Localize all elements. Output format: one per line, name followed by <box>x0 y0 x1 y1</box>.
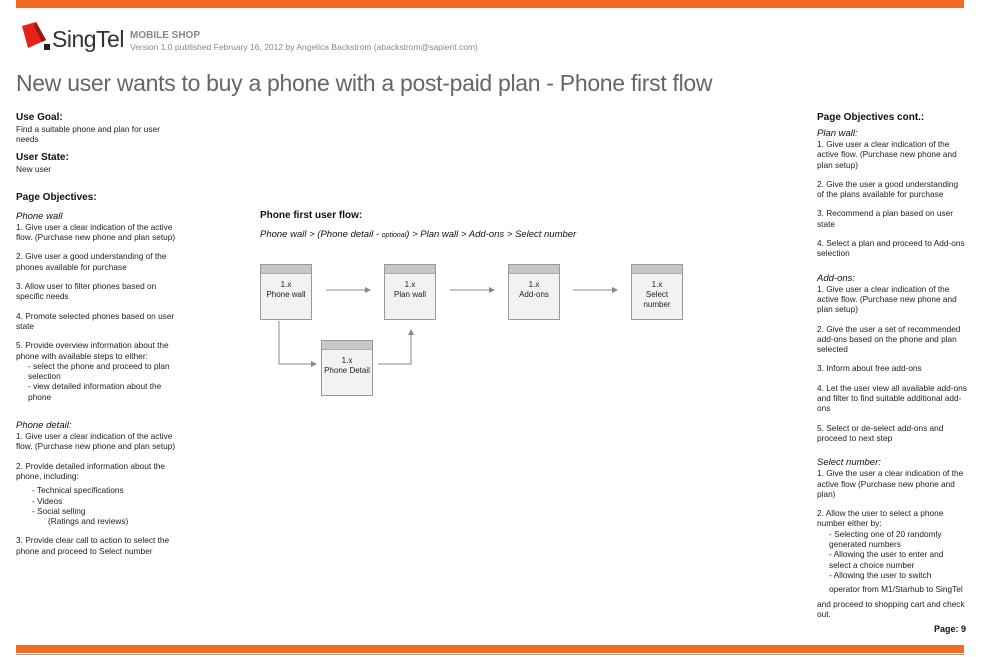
plan-wall-item: 4. Select a plan and proceed to Add-ons … <box>817 238 965 259</box>
top-accent-bar <box>16 0 964 8</box>
phone-detail-subitem: - Social selling <box>32 505 86 516</box>
plan-wall-item: 3. Recommend a plan based on user state <box>817 208 954 229</box>
select-number-subitem: - Allowing the user to switch <box>829 569 932 580</box>
phone-wall-item: 3. Allow user to filter phones based on … <box>16 281 157 302</box>
shop-title: MOBILE SHOP <box>130 30 201 41</box>
addons-item: 2. Give the user a set of recommended ad… <box>817 323 961 355</box>
bottom-divider <box>16 654 964 655</box>
addons-heading: Add-ons: <box>817 272 856 284</box>
right-column: Page Objectives cont.: Plan wall: 1. Giv… <box>817 112 967 619</box>
phone-detail-item: 1. Give user a clear indication of the a… <box>16 431 176 452</box>
left-column: Use Goal: Find a suitable phone and plan… <box>16 112 176 556</box>
user-state-text: New user <box>16 163 52 174</box>
use-goal-text: Find a suitable phone and plan for user … <box>16 124 160 145</box>
plan-wall-heading: Plan wall: <box>817 128 858 139</box>
flow-path-part: ) > Plan wall > Add-ons > Select number <box>406 229 577 240</box>
phone-detail-item: 3. Provide clear call to action to selec… <box>16 535 170 556</box>
select-number-heading: Select number: <box>817 457 881 469</box>
brand-name: SingTel <box>52 26 124 52</box>
select-number-subitem: operator from M1/Starhub to SingTel <box>829 584 963 595</box>
phone-detail-item: 2. Provide detailed information about th… <box>16 460 165 481</box>
select-number-end: and proceed to shopping cart and check o… <box>817 598 965 619</box>
flow-box-cap <box>509 265 559 274</box>
flow-path: Phone wall > (Phone detail - optional) >… <box>260 229 576 240</box>
objectives-cont-heading: Page Objectives cont.: <box>817 112 925 123</box>
addons-item: 3. Inform about free add-ons <box>817 363 922 374</box>
bottom-accent-bar <box>16 645 964 653</box>
flow-title: Phone first user flow: <box>260 210 363 221</box>
phone-detail-subitem: - Videos <box>32 495 63 506</box>
select-number-item: 2. Allow the user to select a phone numb… <box>817 508 944 529</box>
objectives-heading: Page Objectives: <box>16 191 97 203</box>
plan-wall-item: 1. Give user a clear indication of the a… <box>817 139 957 170</box>
addons-item: 4. Let the user view all available add-o… <box>817 382 967 414</box>
version-line: Version 1.0 published February 16, 2012 … <box>130 42 478 52</box>
select-number-subitem: - Selecting one of 20 randomly generated… <box>829 528 942 550</box>
flow-box-cap <box>261 265 311 274</box>
flow-box-cap <box>385 265 435 274</box>
addons-item: 1. Give user a clear indication of the a… <box>817 283 957 315</box>
select-number-subitem: - Allowing the user to enter and select … <box>829 549 944 570</box>
phone-wall-item: 4. Promote selected phones based on user… <box>16 310 175 331</box>
page-title: New user wants to buy a phone with a pos… <box>16 70 713 96</box>
phone-wall-item: 1. Give user a clear indication of the a… <box>16 221 176 243</box>
flow-path-part: Phone wall > (Phone detail - <box>260 229 382 240</box>
phone-wall-subitem: - view detailed information about the ph… <box>28 381 162 402</box>
use-goal-heading: Use Goal: <box>16 112 63 123</box>
singtel-logo-icon <box>22 22 50 50</box>
addons-item: 5. Select or de-select add-ons and proce… <box>817 422 944 443</box>
user-state-heading: User State: <box>16 151 69 163</box>
phone-detail-heading: Phone detail: <box>16 420 72 432</box>
arrow-phone-to-detail <box>278 321 317 367</box>
phone-detail-subitem: - Technical specifications <box>32 485 124 496</box>
phone-wall-item: 2. Give user a good understanding of the… <box>16 251 167 272</box>
flow-box-cap <box>632 265 682 274</box>
phone-wall-heading: Phone wall <box>16 210 63 222</box>
flow-path-optional: optional <box>381 232 407 239</box>
phone-detail-subitem: (Ratings and reviews) <box>48 516 129 527</box>
plan-wall-item: 2. Give the user a good understanding of… <box>817 178 959 200</box>
flow-box-cap <box>322 341 372 350</box>
select-number-item: 1. Give the user a clear indication of t… <box>817 468 964 499</box>
phone-wall-subitem: - select the phone and proceed to plan s… <box>28 360 170 382</box>
page-number: Page: 9 <box>934 624 967 634</box>
arrow-detail-to-plan <box>378 329 414 365</box>
phone-wall-item: 5. Provide overview information about th… <box>16 340 169 361</box>
